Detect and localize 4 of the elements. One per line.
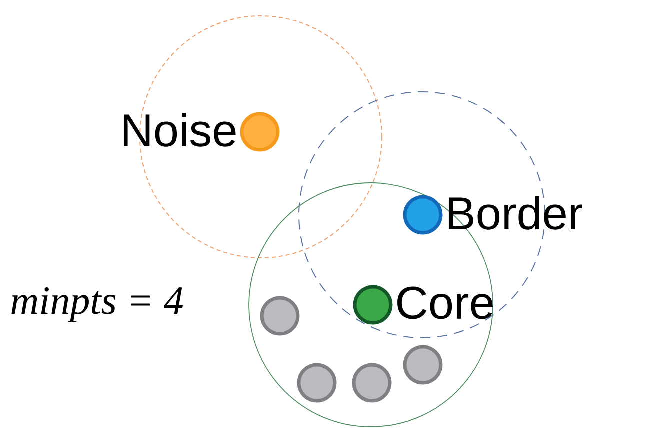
point-label: Noise xyxy=(124,113,236,147)
parameter-label: minpts = 4 xyxy=(12,288,183,322)
point-marker xyxy=(297,363,337,403)
point-marker xyxy=(352,363,392,403)
